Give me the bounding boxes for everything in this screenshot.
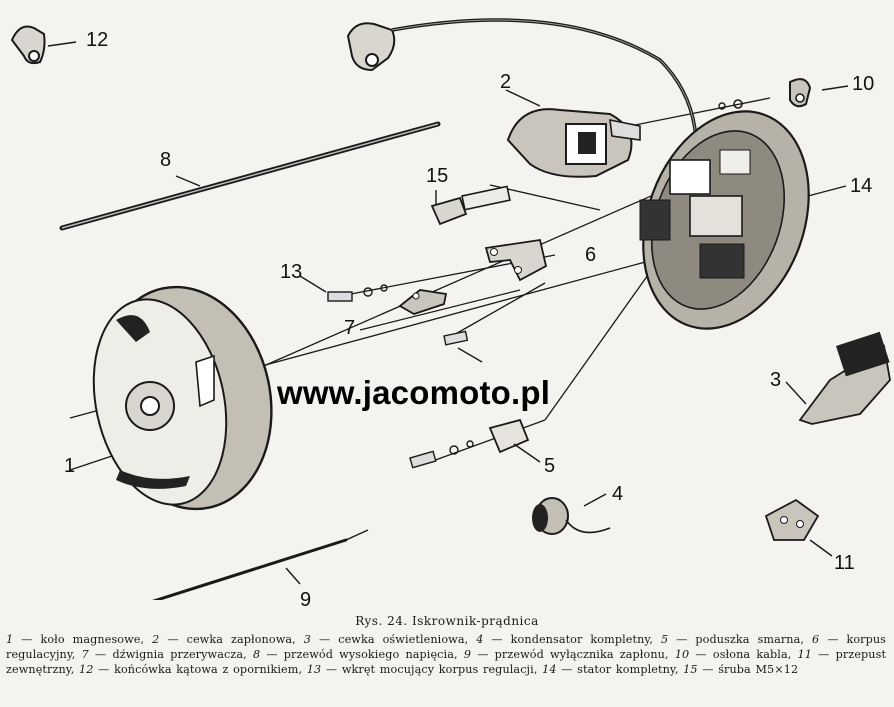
callout-8: 8 [160,149,172,171]
screw-part [430,185,511,226]
exploded-parts-diagram [10,18,891,600]
spark-plug-cap-part [346,18,699,161]
condenser-part [532,493,611,535]
grommet-part [764,498,833,557]
legend-text: stator kompletny [577,663,675,676]
legend-text: kondensator kompletny [510,633,650,646]
watermark: www.jacomoto.pl [277,374,551,411]
figure-legend: 1 — koło magnesowe, 2 — cewka zapłonowa,… [6,633,887,676]
legend-text: cewka zapłonowa [186,633,293,646]
legend-number: 3 [303,633,311,646]
legend-number: 8 [252,648,261,661]
callout-3: 3 [770,369,782,391]
callout-5: 5 [544,455,556,477]
ignition-coil-part [505,89,641,178]
callout-11: 11 [834,552,855,574]
legend-text: osłona kabla [712,648,788,661]
angle-connector-part [10,25,77,65]
callout-15: 15 [426,165,449,187]
legend-number: 11 [797,648,812,661]
legend-text: korpus regulacyjny [6,633,887,661]
callout-13: 13 [280,261,303,283]
hv-wire-part [59,121,441,231]
callout-2: 2 [500,71,512,93]
legend-number: 10 [674,648,690,661]
callout-1: 1 [64,455,76,477]
stator-part [639,110,847,330]
regulator-body-part [484,238,548,282]
legend-text: przewód wyłącznika zapłonu [494,648,665,661]
legend-number: 2 [152,633,160,646]
breaker-lever-part [299,275,483,363]
legend-text: śruba M5×12 [718,663,799,676]
legend-text: dźwignia przerywacza [112,648,244,661]
callout-6: 6 [585,244,597,266]
switch-wire-part [151,529,369,600]
legend-number: 9 [463,648,472,661]
legend-number: 15 [683,663,698,676]
legend-number: 6 [812,633,820,646]
legend-number: 5 [660,633,669,646]
callout-7: 7 [344,317,356,339]
legend-number: 4 [476,633,484,646]
magnet-wheel-part [69,285,273,511]
callout-14: 14 [850,175,873,197]
legend-text: poduszka smarna [695,633,801,646]
lighting-coil-part [785,331,891,425]
legend-number: 13 [306,663,322,676]
legend-text: cewka oświetleniowa [338,633,465,646]
legend-number: 14 [542,663,557,676]
callout-4: 4 [612,483,624,505]
legend-text: przepust zewnętrzny [6,648,887,676]
legend-text: przewód wysokiego napięcia [283,648,454,661]
legend-number: 7 [81,648,89,661]
lubricating-pad-part [409,418,541,469]
figure-caption: Rys. 24. Iskrownik-prądnica [355,614,539,628]
callout-10: 10 [852,73,875,95]
legend-number: 12 [79,663,94,676]
legend-text: koło magnesowe [40,633,141,646]
callout-9: 9 [300,589,312,611]
cable-cover-part [718,78,849,110]
legend-text: końcówka kątowa z opornikiem [114,663,299,676]
legend-text: wkręt mocujący korpus regulacji [341,663,534,676]
legend-number: 1 [6,633,14,646]
callout-12: 12 [86,29,109,51]
